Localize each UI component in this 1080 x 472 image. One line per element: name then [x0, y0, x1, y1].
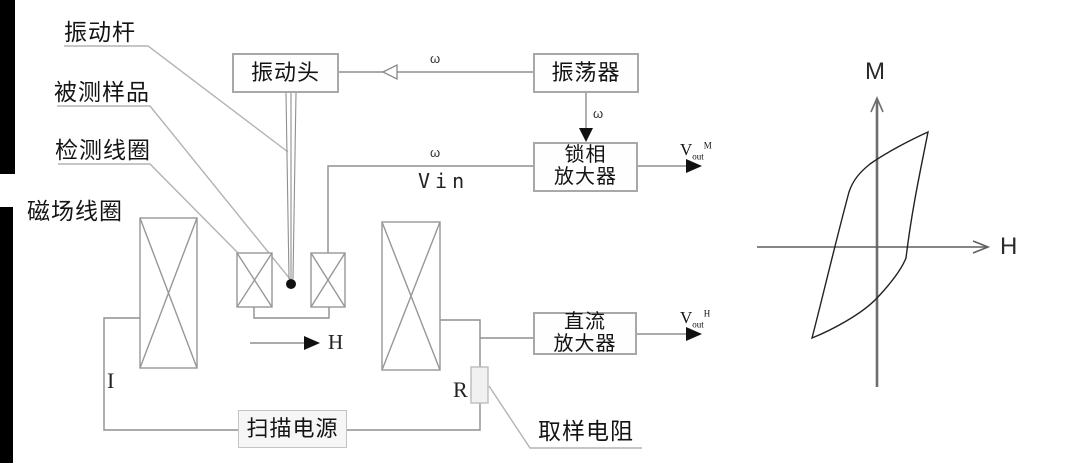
- current-label: I: [107, 368, 115, 393]
- label-field-coil: 磁场线圈: [27, 198, 123, 224]
- wire-detection-to-lockin: [327, 165, 533, 253]
- vout-m-sup: M: [703, 140, 712, 151]
- vibration-head-box: 振动头: [232, 53, 339, 93]
- sample-dot: [286, 279, 296, 289]
- omega-symbol-input: ω: [430, 145, 441, 160]
- label-sample: 被测样品: [54, 79, 150, 105]
- oscillator-box: 振荡器: [533, 53, 639, 93]
- vibration-head-label: 振动头: [250, 60, 320, 86]
- arrowhead-lockin-out-icon: [686, 159, 702, 173]
- detection-coil-right: [310, 252, 346, 308]
- leader-sample: [57, 105, 291, 280]
- lockin-amplifier-box: 锁相 放大器: [533, 142, 638, 192]
- plot-h-axis-label: H: [1000, 233, 1018, 260]
- resistor-label: R: [453, 377, 468, 402]
- field-coil-right: [381, 221, 441, 371]
- oscillator-label: 振荡器: [551, 60, 621, 86]
- plot-m-axis-label: M: [865, 58, 885, 85]
- open-arrowhead-left-icon: [381, 63, 398, 81]
- dcamp-label-line1: 直流: [564, 310, 606, 333]
- omega-symbol-mid: ω: [593, 106, 604, 121]
- vout-h-base: V: [680, 308, 693, 327]
- vout-m-base: V: [680, 140, 693, 159]
- dc-amplifier-box: 直流 放大器: [533, 310, 637, 355]
- h-axis-arrow-icon: [972, 240, 991, 254]
- leader-vibrating-rod: [64, 45, 289, 153]
- wire-left-coil-to-supply: [103, 317, 238, 431]
- hysteresis-plot: [757, 95, 991, 387]
- vibrating-rod-lines: [285, 92, 297, 280]
- coils: [139, 217, 441, 371]
- resistor-body: [470, 366, 489, 404]
- vout-h-sub: out: [692, 319, 704, 330]
- dcamp-label-line2: 放大器: [553, 332, 617, 355]
- vout-h-sup: H: [703, 308, 711, 319]
- field-coil-left: [139, 217, 198, 369]
- left-edge-bar-bottom: [0, 207, 13, 463]
- m-axis-arrow-icon: [870, 95, 884, 113]
- wire-supply-to-resistor: [347, 403, 481, 431]
- arrowhead-dcamp-out-icon: [686, 327, 702, 341]
- label-vibrating-rod: 振动杆: [64, 19, 136, 45]
- field-h-label: H: [328, 330, 344, 354]
- detection-coil-left: [236, 252, 273, 308]
- wire-right-coil-to-resistor: [440, 319, 481, 367]
- vout-h-label: VoutH: [680, 308, 710, 329]
- leader-sampling-resistor: [488, 385, 642, 449]
- leader-lines: [57, 45, 642, 449]
- label-detection-coil: 检测线圈: [55, 137, 151, 163]
- lockin-label-line1: 锁相: [564, 144, 607, 167]
- omega-symbol-top: ω: [430, 51, 441, 66]
- wire-detection-coils-link: [253, 307, 330, 319]
- leader-detection-coil: [58, 163, 239, 254]
- label-sampling-resistor: 取样电阻: [538, 418, 634, 444]
- arrowhead-down-icon: [579, 128, 593, 142]
- vout-m-sub: out: [692, 151, 704, 162]
- arrowhead-field-icon: [304, 336, 320, 350]
- left-edge-bar-top: [0, 0, 15, 174]
- sweep-supply-label: 扫描电源: [246, 416, 339, 442]
- wires: [103, 71, 692, 431]
- sweep-supply-box: 扫描电源: [238, 410, 347, 448]
- hysteresis-loop-curve: [810, 130, 929, 340]
- vout-m-label: VoutM: [680, 140, 712, 161]
- lockin-label-line2: 放大器: [554, 166, 617, 188]
- vin-label: Vin: [418, 169, 470, 193]
